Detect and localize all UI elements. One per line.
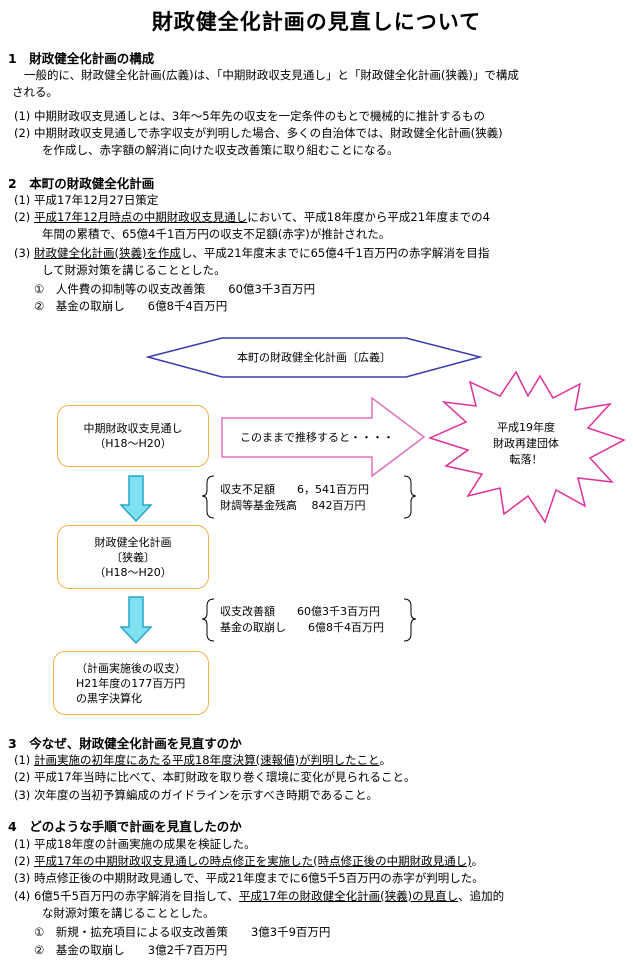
brace1-line2: 財調等基金残高 842百万円 (220, 499, 366, 512)
box-after-plan: （計画実施後の収支）H21年度の177百万円の黒字決算化 (53, 651, 209, 715)
s2-item-2-line1: (2) 平成17年12月時点の中期財政収支見通しにおいて、平成18年度から平成2… (14, 210, 490, 224)
star-line3: 転落！ (509, 453, 543, 466)
s2-sub-1: ① 人件費の抑制等の収支改善策 60億3千3百万円 (34, 282, 316, 296)
box-mid-term-forecast: 中期財政収支見通し （H18～H20） (57, 405, 209, 467)
s2-item-3-line2: して財源対策を講じることとした。 (42, 263, 226, 277)
down-arrow-1 (119, 475, 153, 523)
s1-item-2-line2: を作成し、赤字額の解消に向けた収支改善策に取り組むことになる。 (42, 143, 399, 157)
s2-item-2-line2: 年間の累積で、65億4千1百万円の収支不足額(赤字)が推計された。 (42, 227, 391, 241)
s4-item-4-line1: (4) 6億5千5百万円の赤字解消を目指して、平成17年の財政健全化計画(狭義)… (14, 889, 505, 903)
brace2-line1: 収支改善額 60億3千3百万円 (220, 605, 380, 618)
brace-1-left (201, 475, 215, 519)
s3-item-1: (1) 計画実施の初年度にあたる平成18年度決算(速報値)が判明したこと。 (14, 753, 392, 767)
s3-item-1-underlined: 計画実施の初年度にあたる平成18年度決算(速報値)が判明したこと (33, 753, 380, 767)
starburst-shape (427, 370, 626, 524)
section-4-heading: 4 どのような手順で計画を見直したのか (8, 819, 242, 834)
banner-hexagon (145, 337, 483, 378)
section-1-heading: 1 財政健全化計画の構成 (8, 51, 155, 66)
brace-2-right (403, 598, 417, 642)
s2-item-3-line1: (3) 財政健全化計画(狭義)を作成し、平成21年度末までに65億4千1百万円の… (14, 246, 490, 260)
s3-item-3: (3) 次年度の当初予算編成のガイドラインを示すべき時期であること。 (14, 788, 379, 802)
s4-sub-1: ① 新規・拡充項目による収支改善策 3億3千9百万円 (34, 925, 331, 939)
box2-line1: 財政健全化計画 (94, 535, 172, 549)
box3-line2: H21年度の177百万円 (76, 676, 186, 690)
s1-intro-line2: される。 (12, 85, 58, 99)
brace-2-left (201, 598, 215, 642)
s1-intro-line1: 一般的に、財政健全化計画(広義)は、「中期財政収支見通し」と「財政健全化計画(狭… (24, 68, 519, 82)
box1-line1: 中期財政収支見通し (83, 422, 183, 435)
s1-item-2-line1: (2) 中期財政収支見通しで赤字収支が判明した場合、多くの自治体では、財政健全化… (14, 126, 503, 140)
s2-sub-2: ② 基金の取崩し 6億8千4百万円 (34, 299, 228, 313)
s4-item-4-underlined: 平成17年の財政健全化計画(狭義)の見直し (238, 889, 459, 903)
right-arrow-shape (221, 396, 426, 478)
page-title: 財政健全化計画の見直しについて (151, 10, 482, 34)
s4-item-2: (2) 平成17年の中期財政収支見通しの時点修正を実施した(時点修正後の中期財政… (14, 854, 484, 868)
s4-item-4-line2: な財源対策を講じることとした。 (42, 906, 215, 920)
box2-line3: （H18～H20） (94, 565, 172, 579)
box3-line3: の黒字決算化 (76, 691, 142, 705)
down-arrow-2 (119, 596, 153, 645)
s2-item-1: (1) 平成17年12月27日策定 (14, 193, 159, 207)
s3-item-2: (2) 平成17年当時に比べて、本町財政を取り巻く環境に変化が見られること。 (14, 770, 416, 784)
section-2-heading: 2 本町の財政健全化計画 (8, 176, 155, 191)
box-fiscal-plan-narrow: 財政健全化計画〔狭義〕（H18～H20） (57, 525, 209, 589)
s4-sub-2: ② 基金の取崩し 3億2千7百万円 (34, 943, 228, 957)
s4-item-3: (3) 時点修正後の中期財政見通しで、平成21年度までに6億5千5百万円の赤字が… (14, 871, 484, 885)
box2-line2: 〔狭義〕 (110, 550, 155, 564)
brace1-line1: 収支不足額 6，541百万円 (220, 483, 369, 496)
s2-item-3-underlined: 財政健全化計画(狭義)を作成 (33, 246, 181, 260)
s1-item-1: (1) 中期財政収支見通しとは、3年～5年先の収支を一定条件のもとで機械的に推計… (14, 109, 485, 123)
star-line2: 財政再建団体 (493, 437, 559, 450)
box3-line1: （計画実施後の収支） (76, 661, 186, 675)
brace-1-right (403, 475, 417, 519)
section-3-heading: 3 今なぜ、財政健全化計画を見直すのか (8, 736, 242, 751)
s2-item-2-underlined: 平成17年12月時点の中期財政収支見通し (33, 210, 248, 224)
s4-item-2-underlined: 平成17年の中期財政収支見通しの時点修正を実施した(時点修正後の中期財政見通し) (33, 854, 472, 868)
arrow-label: このままで推移すると・・・・ (240, 431, 394, 444)
s4-item-1: (1) 平成18年度の計画実施の成果を検証した。 (14, 837, 256, 851)
brace2-line2: 基金の取崩し 6億8千4百万円 (220, 621, 384, 634)
banner-label: 本町の財政健全化計画〔広義〕 (237, 351, 391, 364)
box1-line2: （H18～H20） (94, 437, 172, 450)
star-line1: 平成19年度 (497, 421, 555, 434)
